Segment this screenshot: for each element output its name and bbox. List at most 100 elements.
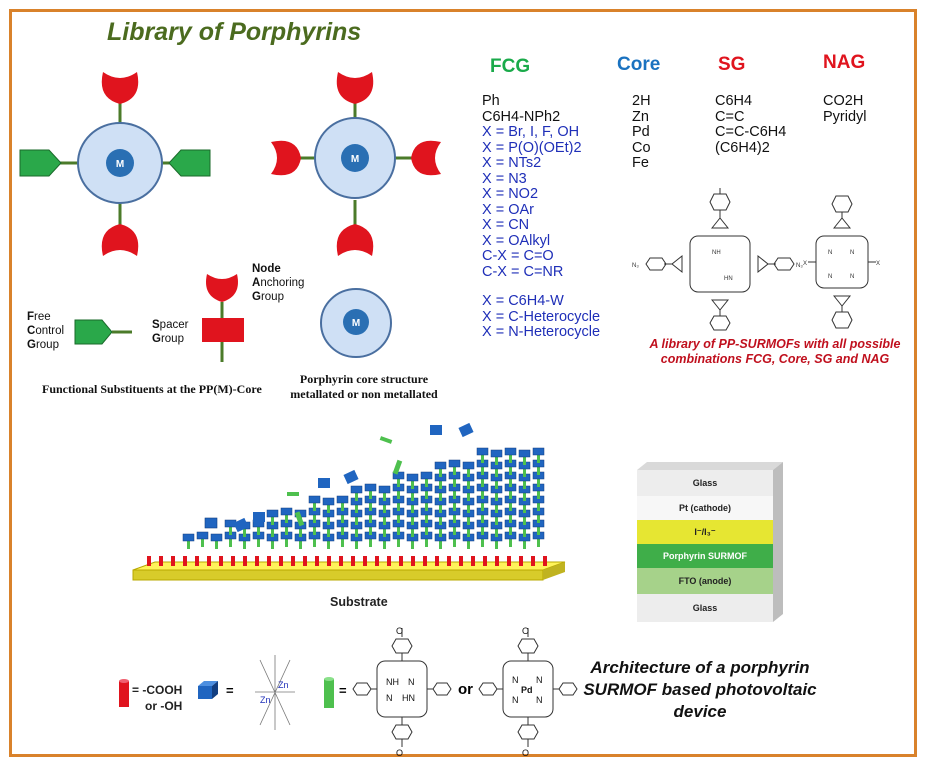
anchor-pillar	[435, 556, 439, 566]
spacer-pillar	[481, 454, 484, 463]
anchor-pillar	[507, 556, 511, 566]
svg-text:Zn: Zn	[278, 680, 289, 690]
spacer-label: Spacer Group	[152, 319, 189, 345]
spacer-pillar	[369, 514, 372, 523]
spacer-pillar	[467, 540, 470, 549]
spacer-pillar	[271, 528, 274, 537]
spacer-pillar	[383, 528, 386, 537]
spacer-pillar	[523, 468, 526, 477]
spacer-pillar	[453, 490, 456, 499]
zn-node	[392, 471, 405, 480]
fcg-item: X = OAr	[482, 201, 534, 218]
anchor-pillar	[327, 556, 331, 566]
zn-node	[378, 485, 391, 494]
equals-sign: =	[226, 683, 234, 698]
spacer-pillar	[397, 478, 400, 487]
core-item: Co	[632, 139, 651, 156]
svg-text:N: N	[828, 274, 832, 280]
spacer-pillar	[481, 526, 484, 535]
spacer-pillar	[537, 490, 540, 499]
spacer-pillar	[523, 480, 526, 489]
fcg-item: C-X = C=O	[482, 248, 554, 264]
anchor-pillar	[243, 556, 247, 566]
svg-text:N: N	[850, 250, 854, 256]
spacer-pillar	[523, 516, 526, 525]
anchor-pillar	[375, 556, 379, 566]
nag-bottom	[101, 224, 139, 256]
spacer-pillar	[327, 540, 330, 549]
core-m-label: M	[116, 159, 124, 170]
spacer-pillar	[411, 504, 414, 513]
spacer-pillar	[439, 540, 442, 549]
anchor-pillar	[195, 556, 199, 566]
svg-text:O: O	[396, 626, 403, 636]
porphyrin-schematic-nag: M	[271, 72, 441, 256]
spacer-pillar	[397, 538, 400, 547]
spacer-pillar	[425, 502, 428, 511]
anchor-pillar	[411, 556, 415, 566]
zn-node	[322, 497, 335, 506]
spacer-pillar	[439, 480, 442, 489]
svg-text:N: N	[512, 675, 519, 685]
svg-text:X: X	[876, 261, 880, 267]
anchor-pillar	[363, 556, 367, 566]
anchor-pillar	[171, 556, 175, 566]
sg-item: (C6H4)2	[715, 139, 770, 156]
svg-text:N: N	[828, 250, 832, 256]
spacer-pillar	[439, 492, 442, 501]
zn-node	[420, 471, 433, 480]
anchor-pillar	[315, 556, 319, 566]
spacer-pillar	[495, 528, 498, 537]
svg-text:M: M	[352, 318, 360, 329]
anchor-pillar	[207, 556, 211, 566]
spacer-pillar	[355, 504, 358, 513]
core-item: Fe	[632, 155, 649, 171]
anchor-pillar	[519, 556, 523, 566]
svg-text:Zn: Zn	[260, 695, 271, 705]
zn-paddlewheel-structure: Zn Zn	[255, 655, 295, 730]
spacer-pillar	[271, 540, 274, 549]
anchor-pillar	[483, 556, 487, 566]
header-nag: NAG	[823, 52, 866, 73]
spacer-pillar	[285, 538, 288, 547]
spacer-pillar	[467, 492, 470, 501]
spacer-pillar	[243, 540, 246, 549]
anchor-pillar	[219, 556, 223, 566]
spacer-pillar	[509, 454, 512, 463]
fcg-item: X = N3	[482, 170, 527, 187]
sg-item: C=C-C6H4	[715, 124, 787, 140]
anchor-pillar	[303, 556, 307, 566]
svg-text:O: O	[522, 626, 529, 636]
architecture-caption: Architecture of a porphyrin SURMOF based…	[583, 658, 817, 721]
zn-node	[434, 461, 447, 470]
spacer-pillar	[369, 526, 372, 535]
spacer-pillar	[537, 538, 540, 547]
header-core: Core	[617, 54, 661, 75]
spacer-pillar	[537, 478, 540, 487]
surmof-growth-illustration	[132, 422, 566, 581]
spacer-pillar	[537, 526, 540, 535]
spacer-pillar	[313, 526, 316, 535]
spacer-pillar	[215, 540, 218, 549]
anchor-pillar	[255, 556, 259, 566]
svg-text:N: N	[386, 693, 393, 703]
fcg-item: X = C-Heterocycle	[482, 308, 601, 325]
anchor-pillar	[351, 556, 355, 566]
spacer-pillar	[509, 490, 512, 499]
spacer-pillar	[523, 492, 526, 501]
spacer-pillar	[537, 466, 540, 475]
spacer-pillar	[327, 516, 330, 525]
anchor-pillar	[279, 556, 283, 566]
spacer-pillar	[425, 514, 428, 523]
fcg-item: C6H4-NPh2	[482, 108, 561, 125]
spacer-pillar	[355, 492, 358, 501]
anchor-pillar	[159, 556, 163, 566]
spacer-pillar	[397, 502, 400, 511]
svg-text:N: N	[408, 677, 415, 687]
spacer-pillar	[467, 468, 470, 477]
spacer-pillar	[355, 528, 358, 537]
spacer-pillar	[439, 516, 442, 525]
zn-node	[350, 485, 363, 494]
zn-node	[462, 461, 475, 470]
